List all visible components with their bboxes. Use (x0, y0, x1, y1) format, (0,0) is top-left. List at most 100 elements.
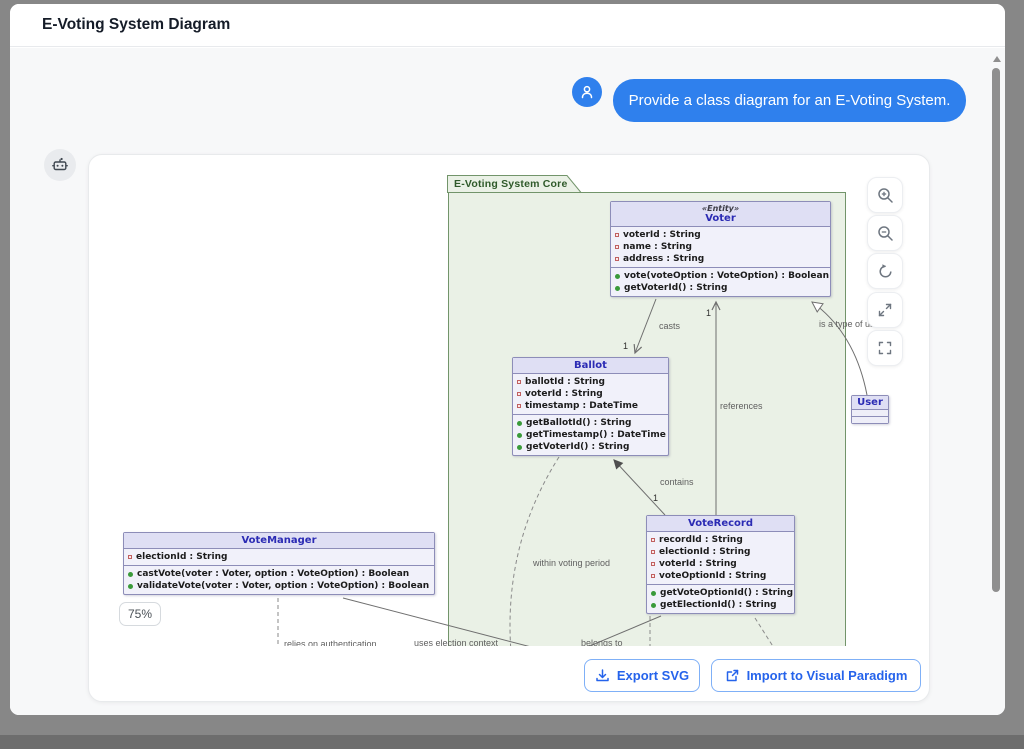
uml-attribute: electionId : String (124, 551, 434, 563)
robot-icon (51, 156, 69, 174)
page-title: E-Voting System Diagram (42, 16, 231, 33)
methods-section: getVoteOptionId() : String getElectionId… (647, 584, 794, 613)
expand-icon (877, 302, 893, 318)
uml-class-ballot: Ballot ballotId : String voterId : Strin… (512, 357, 669, 456)
attribute-text: voterId : String (525, 389, 603, 399)
chat-content-area: Provide a class diagram for an E-Voting … (10, 48, 1005, 715)
method-icon (615, 285, 620, 291)
method-icon (651, 590, 656, 596)
assistant-avatar (44, 149, 76, 181)
fullscreen-button[interactable] (867, 330, 903, 366)
scrollbar-up-arrow[interactable] (993, 56, 1001, 62)
uml-attribute: voterId : String (611, 229, 830, 241)
zoom-in-icon (877, 187, 894, 204)
uml-attribute: timestamp : DateTime (513, 400, 668, 412)
class-header: VoteManager (124, 533, 434, 548)
uml-attribute: address : String (611, 253, 830, 265)
uml-class-voterecord: VoteRecord recordId : String electionId … (646, 515, 795, 614)
attribute-text: voterId : String (623, 230, 701, 240)
method-icon (517, 444, 522, 450)
uml-class-user: User (851, 395, 889, 424)
edge-label-is-a-type-of-user: is a type of user (819, 319, 883, 329)
window-header: E-Voting System Diagram (10, 4, 1005, 47)
zoom-out-button[interactable] (867, 215, 903, 251)
uml-attribute: electionId : String (647, 546, 794, 558)
method-icon (128, 583, 133, 589)
attribute-icon (651, 562, 655, 566)
zoom-level-badge: 75% (119, 602, 161, 626)
edge-label-relies-on-authentication: relies on authentication (284, 639, 377, 646)
attribute-icon (615, 233, 619, 237)
import-to-visual-paradigm-button[interactable]: Import to Visual Paradigm (711, 659, 921, 692)
edge-label-contains: contains (660, 477, 694, 487)
attribute-text: timestamp : DateTime (525, 401, 638, 411)
attribute-text: ballotId : String (525, 377, 605, 387)
uml-method: getElectionId() : String (647, 599, 794, 611)
uml-attribute: recordId : String (647, 534, 794, 546)
method-text: getVoteOptionId() : String (660, 588, 794, 598)
reset-icon (877, 263, 894, 280)
expand-button[interactable] (867, 292, 903, 328)
attributes-section: ballotId : String voterId : String times… (513, 373, 668, 414)
uml-attribute: name : String (611, 241, 830, 253)
person-icon (579, 84, 595, 100)
zoom-level-text: 75% (127, 607, 153, 621)
diagram-card: E-Voting System Core (88, 154, 930, 702)
reset-view-button[interactable] (867, 253, 903, 289)
export-svg-label: Export SVG (616, 668, 690, 683)
uml-method: castVote(voter : Voter, option : VoteOpt… (124, 568, 434, 580)
import-vp-label: Import to Visual Paradigm (746, 668, 908, 683)
zoom-out-icon (877, 225, 894, 242)
class-name: VoteRecord (688, 518, 753, 529)
user-avatar (572, 77, 602, 107)
attribute-text: name : String (623, 242, 692, 252)
uml-method: getVoteOptionId() : String (647, 587, 794, 599)
app-window: E-Voting System Diagram Provide a class … (10, 4, 1005, 715)
method-icon (517, 432, 522, 438)
attribute-icon (615, 245, 619, 249)
attributes-section (852, 409, 888, 416)
multiplicity-contains: 1 (653, 493, 659, 503)
multiplicity-casts: 1 (623, 341, 629, 351)
package-name: E-Voting System Core (454, 178, 568, 190)
external-link-icon (725, 668, 740, 683)
methods-section: getBallotId() : String getTimestamp() : … (513, 414, 668, 455)
attribute-text: voterId : String (659, 559, 737, 569)
method-icon (615, 273, 620, 279)
class-stereotype: «Entity» (701, 204, 740, 213)
class-name: User (857, 397, 883, 408)
methods-section: castVote(voter : Voter, option : VoteOpt… (124, 565, 434, 594)
attribute-icon (651, 550, 655, 554)
user-message-bubble: Provide a class diagram for an E-Voting … (613, 79, 966, 122)
zoom-in-button[interactable] (867, 177, 903, 213)
uml-class-voter: «Entity» Voter voterId : String name : S… (610, 201, 831, 297)
uml-method: getVoterId() : String (513, 441, 668, 453)
class-header: «Entity» Voter (611, 202, 830, 226)
attribute-text: voteOptionId : String (659, 571, 767, 581)
uml-package-tab (447, 175, 583, 193)
attribute-text: address : String (623, 254, 705, 264)
method-text: getBallotId() : String (526, 418, 632, 428)
uml-method: getTimestamp() : DateTime (513, 429, 668, 441)
attributes-section: recordId : String electionId : String vo… (647, 531, 794, 584)
diagram-canvas[interactable]: E-Voting System Core (107, 165, 919, 646)
export-svg-button[interactable]: Export SVG (584, 659, 700, 692)
method-icon (651, 602, 656, 608)
edge-label-belongs-to: belongs to (581, 638, 623, 646)
method-text: vote(voteOption : VoteOption) : Boolean (624, 271, 829, 281)
class-name: Voter (705, 213, 736, 224)
method-icon (128, 571, 133, 577)
attribute-icon (615, 257, 619, 261)
attribute-text: electionId : String (136, 552, 228, 562)
method-text: validateVote(voter : Voter, option : Vot… (137, 581, 430, 591)
uml-attribute: voterId : String (647, 558, 794, 570)
user-message-text: Provide a class diagram for an E-Voting … (628, 92, 951, 109)
scrollbar-thumb[interactable] (992, 68, 1000, 592)
attributes-section: electionId : String (124, 548, 434, 565)
class-header: VoteRecord (647, 516, 794, 531)
edge-label-casts: casts (659, 321, 681, 331)
method-text: castVote(voter : Voter, option : VoteOpt… (137, 569, 410, 579)
edge-label-within-voting-period: within voting period (533, 558, 611, 568)
uml-class-votemanager: VoteManager electionId : String castVote… (123, 532, 435, 595)
class-name: Ballot (574, 360, 607, 371)
